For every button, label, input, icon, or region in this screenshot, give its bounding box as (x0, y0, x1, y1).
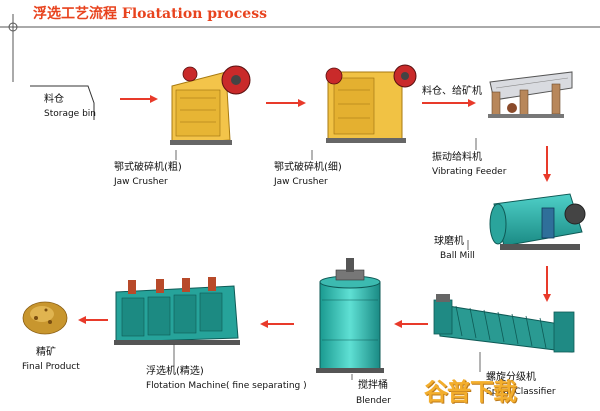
jaw-crusher-fine-icon (325, 64, 417, 143)
blender-icon (316, 258, 384, 373)
watermark-logo: 谷普下载 (424, 378, 517, 406)
vibrating-feeder-icon (488, 71, 573, 118)
storage-bin-label-cn: 料仓 (44, 94, 64, 105)
flotation-machine-label-cn: 浮选机(精选) (146, 366, 204, 377)
final-product-label-cn: 精矿 (36, 347, 56, 358)
spiral-classifier-label-en: Spiral Classifier (486, 387, 556, 397)
ball-mill-label-en: Ball Mill (440, 251, 475, 261)
blender-label-en: Blender (356, 396, 391, 406)
jaw-crusher-coarse-label-cn: 鄂式破碎机(粗) (114, 162, 182, 173)
page-title: 浮选工艺流程 Floatation process (33, 6, 267, 22)
flotation-machine-icon (114, 277, 240, 345)
vibrating-feeder-label-en: Vibrating Feeder (432, 167, 507, 177)
jaw-crusher-coarse-label-en: Jaw Crusher (114, 177, 168, 187)
flotation-machine-label-en: Flotation Machine( fine separating ) (146, 381, 307, 391)
storage-bin-box (30, 85, 95, 120)
jaw-crusher-fine-label-cn: 鄂式破碎机(细) (274, 162, 342, 173)
ball-mill-icon (489, 193, 586, 250)
leader-lines (173, 138, 481, 380)
feeder-top-label: 料仓、给矿机 (422, 86, 482, 97)
final-product-icon (22, 301, 68, 335)
vibrating-feeder-label-cn: 振动给料机 (432, 152, 482, 163)
jaw-crusher-coarse-icon (170, 65, 251, 145)
spiral-classifier-label-cn: 螺旋分级机 (486, 372, 536, 383)
ball-mill-label-cn: 球磨机 (434, 236, 464, 247)
final-product-label-en: Final Product (22, 362, 80, 372)
jaw-crusher-fine-label-en: Jaw Crusher (274, 177, 328, 187)
flow-arrows (78, 95, 551, 328)
spiral-classifier-icon (433, 294, 575, 353)
storage-bin-label-en: Storage bin (44, 109, 96, 119)
blender-label-cn: 搅拌桶 (358, 380, 388, 391)
frame-lines (0, 14, 600, 82)
